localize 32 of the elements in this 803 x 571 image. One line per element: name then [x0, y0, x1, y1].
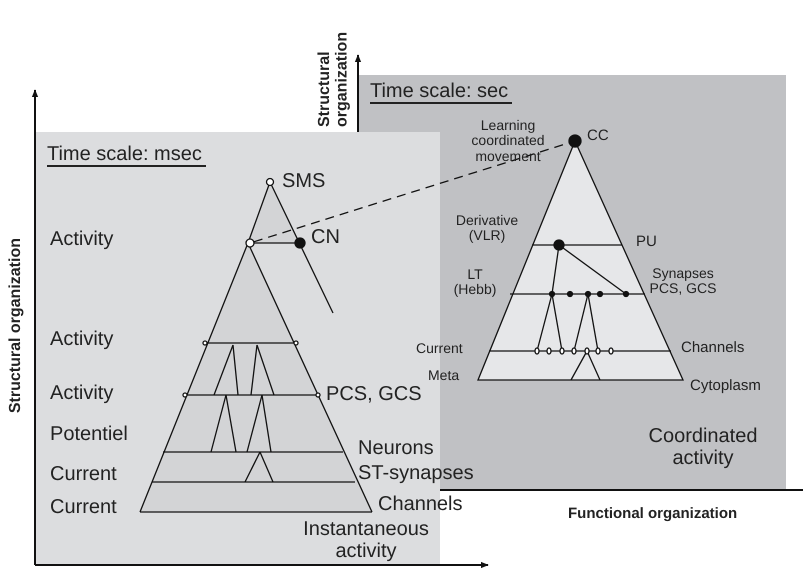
axis-title: Structural organization [7, 238, 25, 414]
level-label: PU [636, 234, 657, 250]
axis-title: Functional organization [568, 506, 738, 522]
level-label: Learning coordinated movement [470, 118, 546, 164]
dot-marker [245, 238, 255, 248]
level-label: CC [587, 128, 609, 144]
level-label: Current [416, 341, 463, 356]
level-label: Derivative (VLR) [454, 213, 520, 244]
level-label: Potentiel [50, 423, 128, 445]
panel-heading: Time scale: sec [370, 80, 512, 104]
dot-marker [568, 134, 582, 148]
level-label: CN [311, 226, 340, 248]
level-label: Neurons [358, 437, 434, 459]
level-label: Coordinated activity [648, 425, 758, 469]
level-label: Activity [50, 228, 114, 250]
dashed-line [254, 142, 570, 242]
level-label: Channels [681, 340, 744, 356]
level-label: Current [50, 463, 117, 485]
level-label: ST-synapses [358, 462, 474, 484]
level-label: Synapses PCS, GCS [648, 266, 718, 297]
level-label: Meta [428, 368, 460, 384]
axis-title: Structural organization [316, 30, 352, 127]
panel-heading: Time scale: msec [47, 143, 206, 167]
level-label: Channels [378, 493, 463, 515]
level-label: Instantaneous activity [302, 518, 430, 562]
level-label: SMS [282, 170, 326, 192]
level-label: Activity [50, 382, 114, 404]
level-label: PCS, GCS [326, 383, 422, 405]
level-label: LT (Hebb) [452, 267, 498, 298]
level-label: Cytoplasm [690, 378, 761, 394]
level-label: Activity [50, 328, 114, 350]
level-label: Current [50, 496, 117, 518]
